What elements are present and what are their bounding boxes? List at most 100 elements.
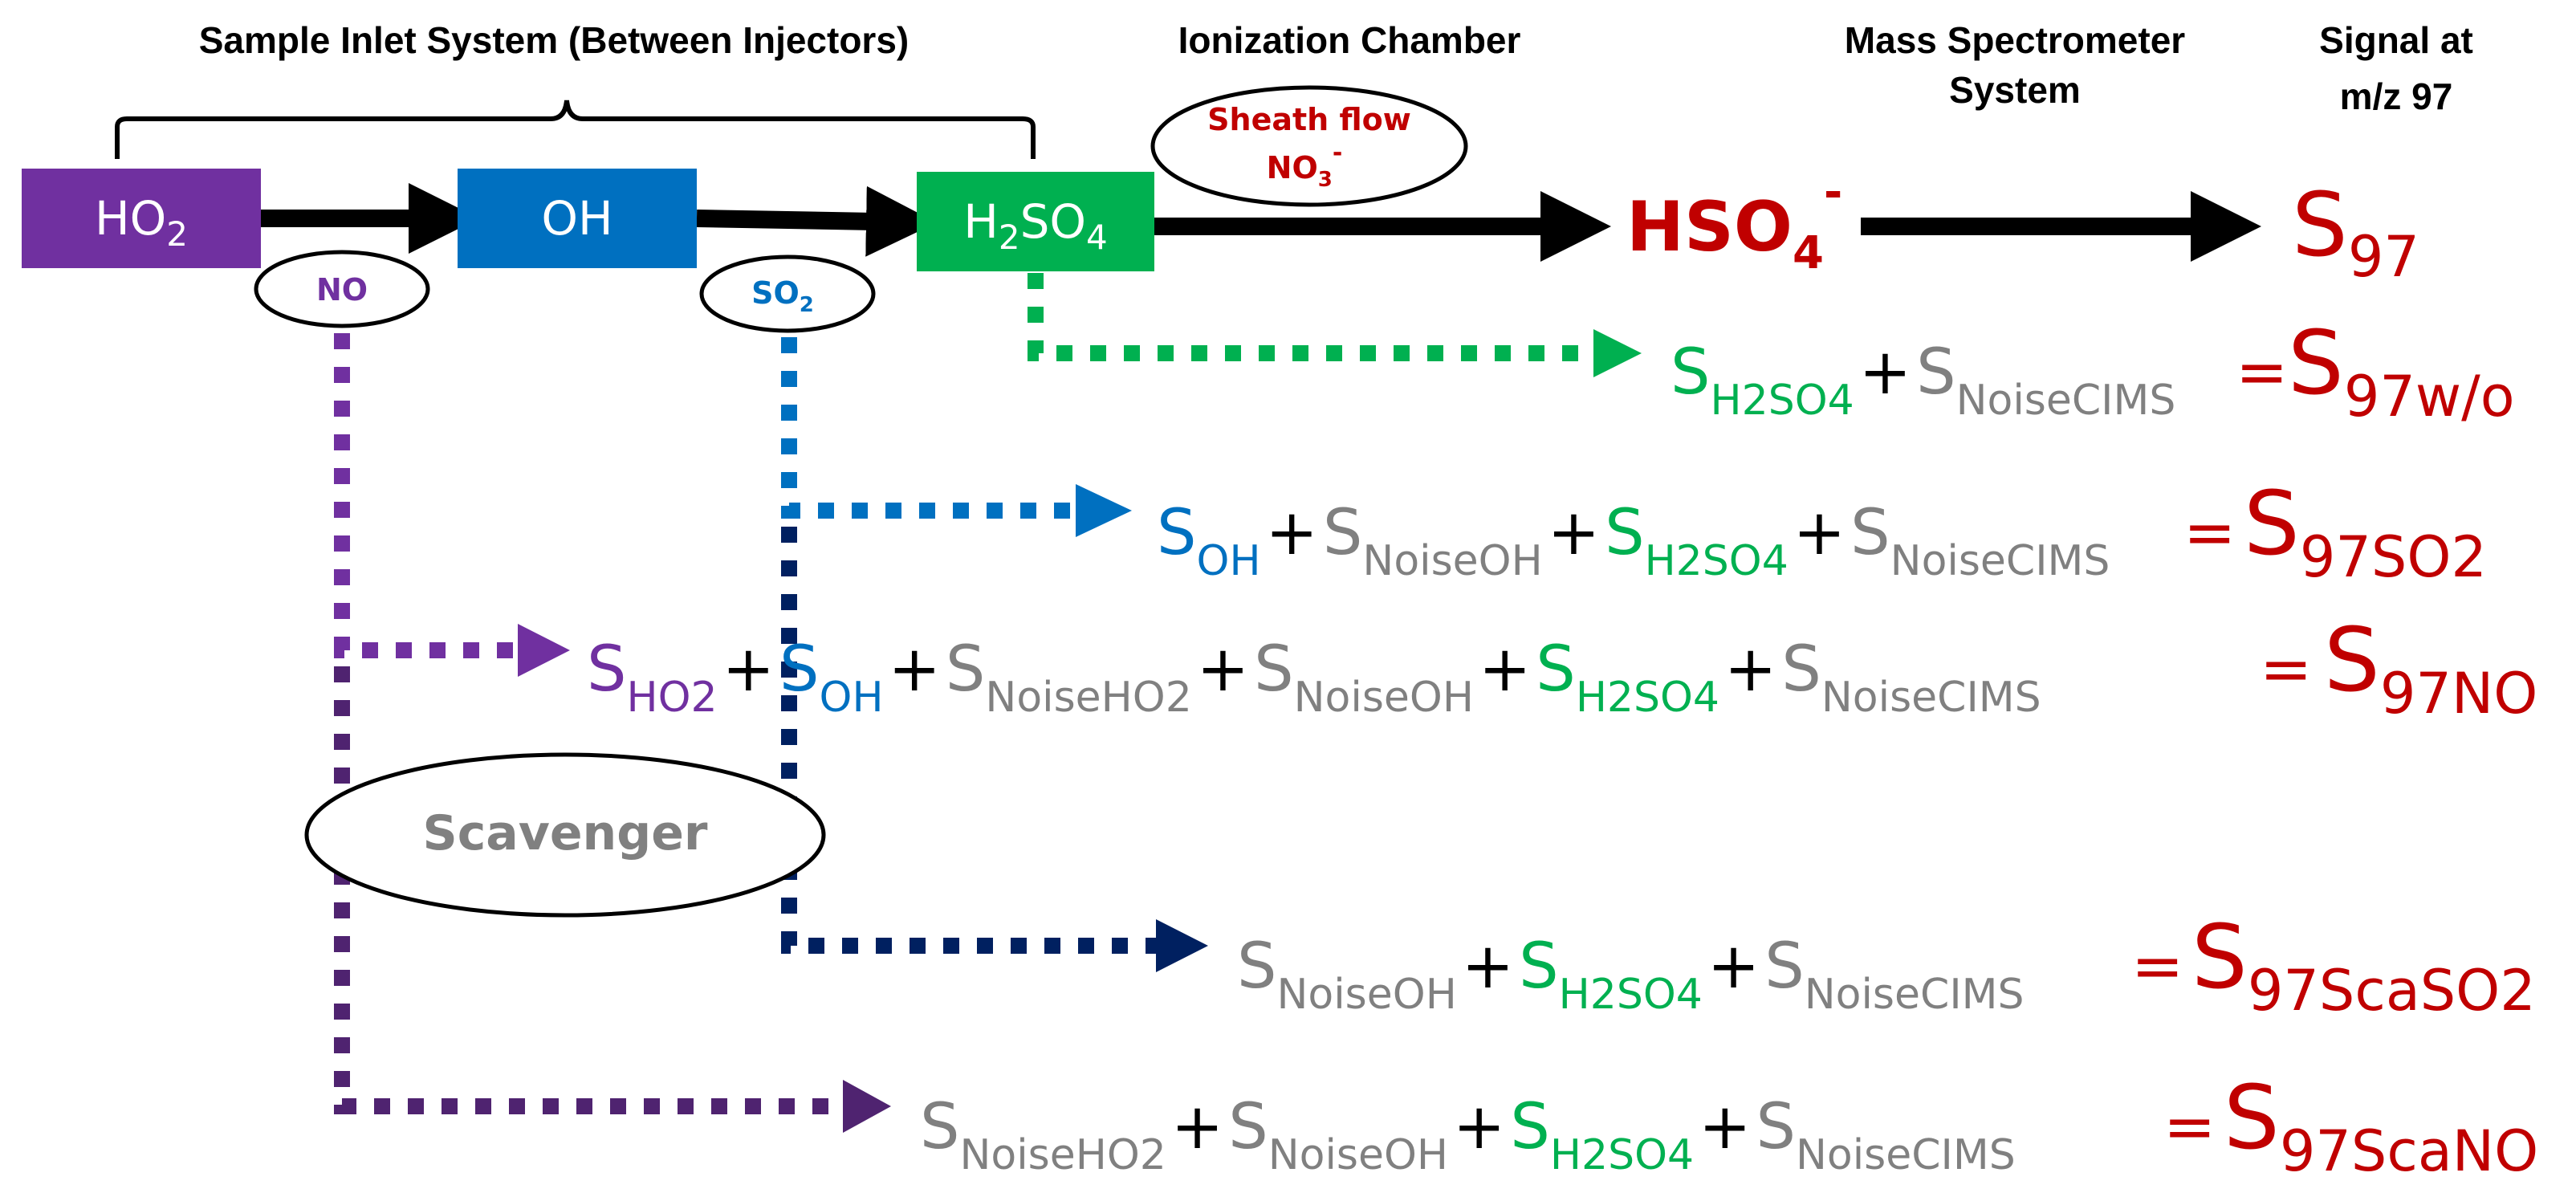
signal-term-subscript: NoiseHO2 [985,674,1191,722]
path-scavenger-so2-dotted [781,527,1160,954]
plus-sign: + [1171,1091,1223,1163]
result-signal: S97SO2 [2244,472,2487,590]
plus-sign: + [722,633,775,706]
signal-term-subscript: NoiseCIMS [1890,537,2110,585]
inlet-brace [115,100,1036,159]
arrowhead-blue [1076,484,1132,537]
plus-sign: + [1793,497,1846,569]
arrowhead-green [1593,329,1642,377]
header-signal-line2: m/z 97 [2340,75,2453,117]
signal-term-noiseoh: S [1254,633,1294,706]
signal-term-noiseoh: S [1237,930,1277,1003]
plus-sign: + [1724,633,1776,706]
signal-term-subscript: NoiseOH [1362,537,1542,585]
signal-term-h2so4: S [1671,336,1711,409]
signal-s97: S97 [2292,173,2419,290]
result-signal: S97ScaNO [2224,1066,2538,1184]
oval-no: NO [254,250,430,328]
arrow-oh-to-h2so4 [696,185,937,257]
svg-text:SO2: SO2 [751,275,814,317]
plus-sign: + [1699,1091,1751,1163]
arrowhead-navy [1156,919,1208,972]
signal-term-noisecims: S [1756,1091,1796,1163]
signal-term-subscript: NoiseCIMS [1805,971,2025,1019]
equation-row: SOH+SNoiseOH+SH2SO4+SNoiseCIMS [1157,497,2110,585]
signal-term-noiseoh: S [1228,1091,1268,1163]
signal-term-h2so4: S [1536,633,1576,706]
result-signal: S97ScaSO2 [2191,906,2536,1024]
equations: SH2SO4+SNoiseCIMS=S97w/oSOH+SNoiseOH+SH2… [587,311,2538,1184]
signal-term-h2so4: S [1519,930,1559,1003]
signal-term-noisecims: S [1916,336,1956,409]
box-h2so4: H2SO4 [917,172,1154,271]
equals-sign: = [2183,497,2236,569]
signal-term-oh: S [779,633,820,706]
signal-term-noisecims: S [1764,930,1805,1003]
header-mass-spec-line2: System [1949,69,2081,111]
result-signal: S97NO [2324,609,2537,727]
plus-sign: + [1197,633,1249,706]
plus-sign: + [889,633,941,706]
signal-term-subscript: H2SO4 [1711,377,1854,425]
svg-text:H2SO4: H2SO4 [963,194,1108,257]
signal-term-subscript: OH [1197,537,1261,585]
signal-term-noiseho2: S [946,633,986,706]
equation-row: SNoiseOH+SH2SO4+SNoiseCIMS [1237,930,2025,1019]
header-ionization-chamber: Ionization Chamber [1178,19,1521,61]
path-so2-dotted [781,337,1080,519]
signal-term-noiseho2: S [920,1091,960,1163]
signal-term-h2so4: S [1510,1091,1550,1163]
oval-so2: SO2 [699,254,876,333]
svg-text:Sheath flow: Sheath flow [1207,102,1411,137]
svg-text:NO: NO [316,272,368,307]
plus-sign: + [1266,497,1318,569]
signal-term-subscript: NoiseOH [1277,971,1457,1019]
signal-term-noisecims: S [1850,497,1890,569]
signal-term-subscript: NoiseOH [1268,1131,1448,1179]
signal-term-subscript: H2SO4 [1550,1131,1694,1179]
result-signal: S97w/o [2288,311,2515,430]
ion-hso4: HSO4- [1626,166,1842,279]
equation-row: SNoiseHO2+SNoiseOH+SH2SO4+SNoiseCIMS [920,1091,2016,1179]
arrowhead-dark-purple [843,1080,891,1133]
signal-term-subscript: NoiseCIMS [1796,1131,2016,1179]
signal-term-subscript: H2SO4 [1576,674,1719,722]
header-mass-spec-line1: Mass Spectrometer [1845,19,2185,61]
path-h2so4-dotted [1028,273,1597,361]
equation-row: SHO2+SOH+SNoiseHO2+SNoiseOH+SH2SO4+SNois… [587,633,2041,722]
svg-text:NO3-: NO3- [1267,139,1343,192]
header-sample-inlet: Sample Inlet System (Between Injectors) [199,19,910,61]
equals-sign: = [2236,336,2288,409]
arrowhead-purple [518,624,570,677]
plus-sign: + [1462,930,1514,1003]
signal-term-subscript: NoiseCIMS [1956,377,2176,425]
signal-term-subscript: NoiseOH [1294,674,1474,722]
signal-term-noiseoh: S [1323,497,1363,569]
signal-term-subscript: H2SO4 [1559,971,1703,1019]
plus-sign: + [1859,336,1911,409]
signal-term-noisecims: S [1781,633,1821,706]
svg-text:HO2: HO2 [95,191,188,254]
plus-sign: + [1453,1091,1505,1163]
oval-scavenger: Scavenger [304,752,826,918]
equals-sign: = [2163,1091,2216,1163]
plus-sign: + [1548,497,1600,569]
header-signal-line1: Signal at [2319,19,2473,61]
oval-sheath-flow: Sheath flow NO3- [1150,85,1468,207]
box-oh: OH [458,169,697,268]
svg-text:OH: OH [541,191,612,246]
equation-row: SH2SO4+SNoiseCIMS [1671,336,2175,425]
plus-sign: + [1707,930,1760,1003]
path-no-dotted [334,333,522,658]
equals-sign: = [2131,930,2183,1003]
signal-term-subscript: HO2 [627,674,718,722]
signal-term-subscript: NoiseHO2 [960,1131,1166,1179]
signal-term-h2so4: S [1605,497,1645,569]
equals-sign: = [2260,633,2312,706]
svg-text:Scavenger: Scavenger [422,805,707,861]
signal-term-oh: S [1157,497,1197,569]
signal-term-ho2: S [587,633,627,706]
plus-sign: + [1479,633,1531,706]
box-ho2: HO2 [22,169,261,268]
